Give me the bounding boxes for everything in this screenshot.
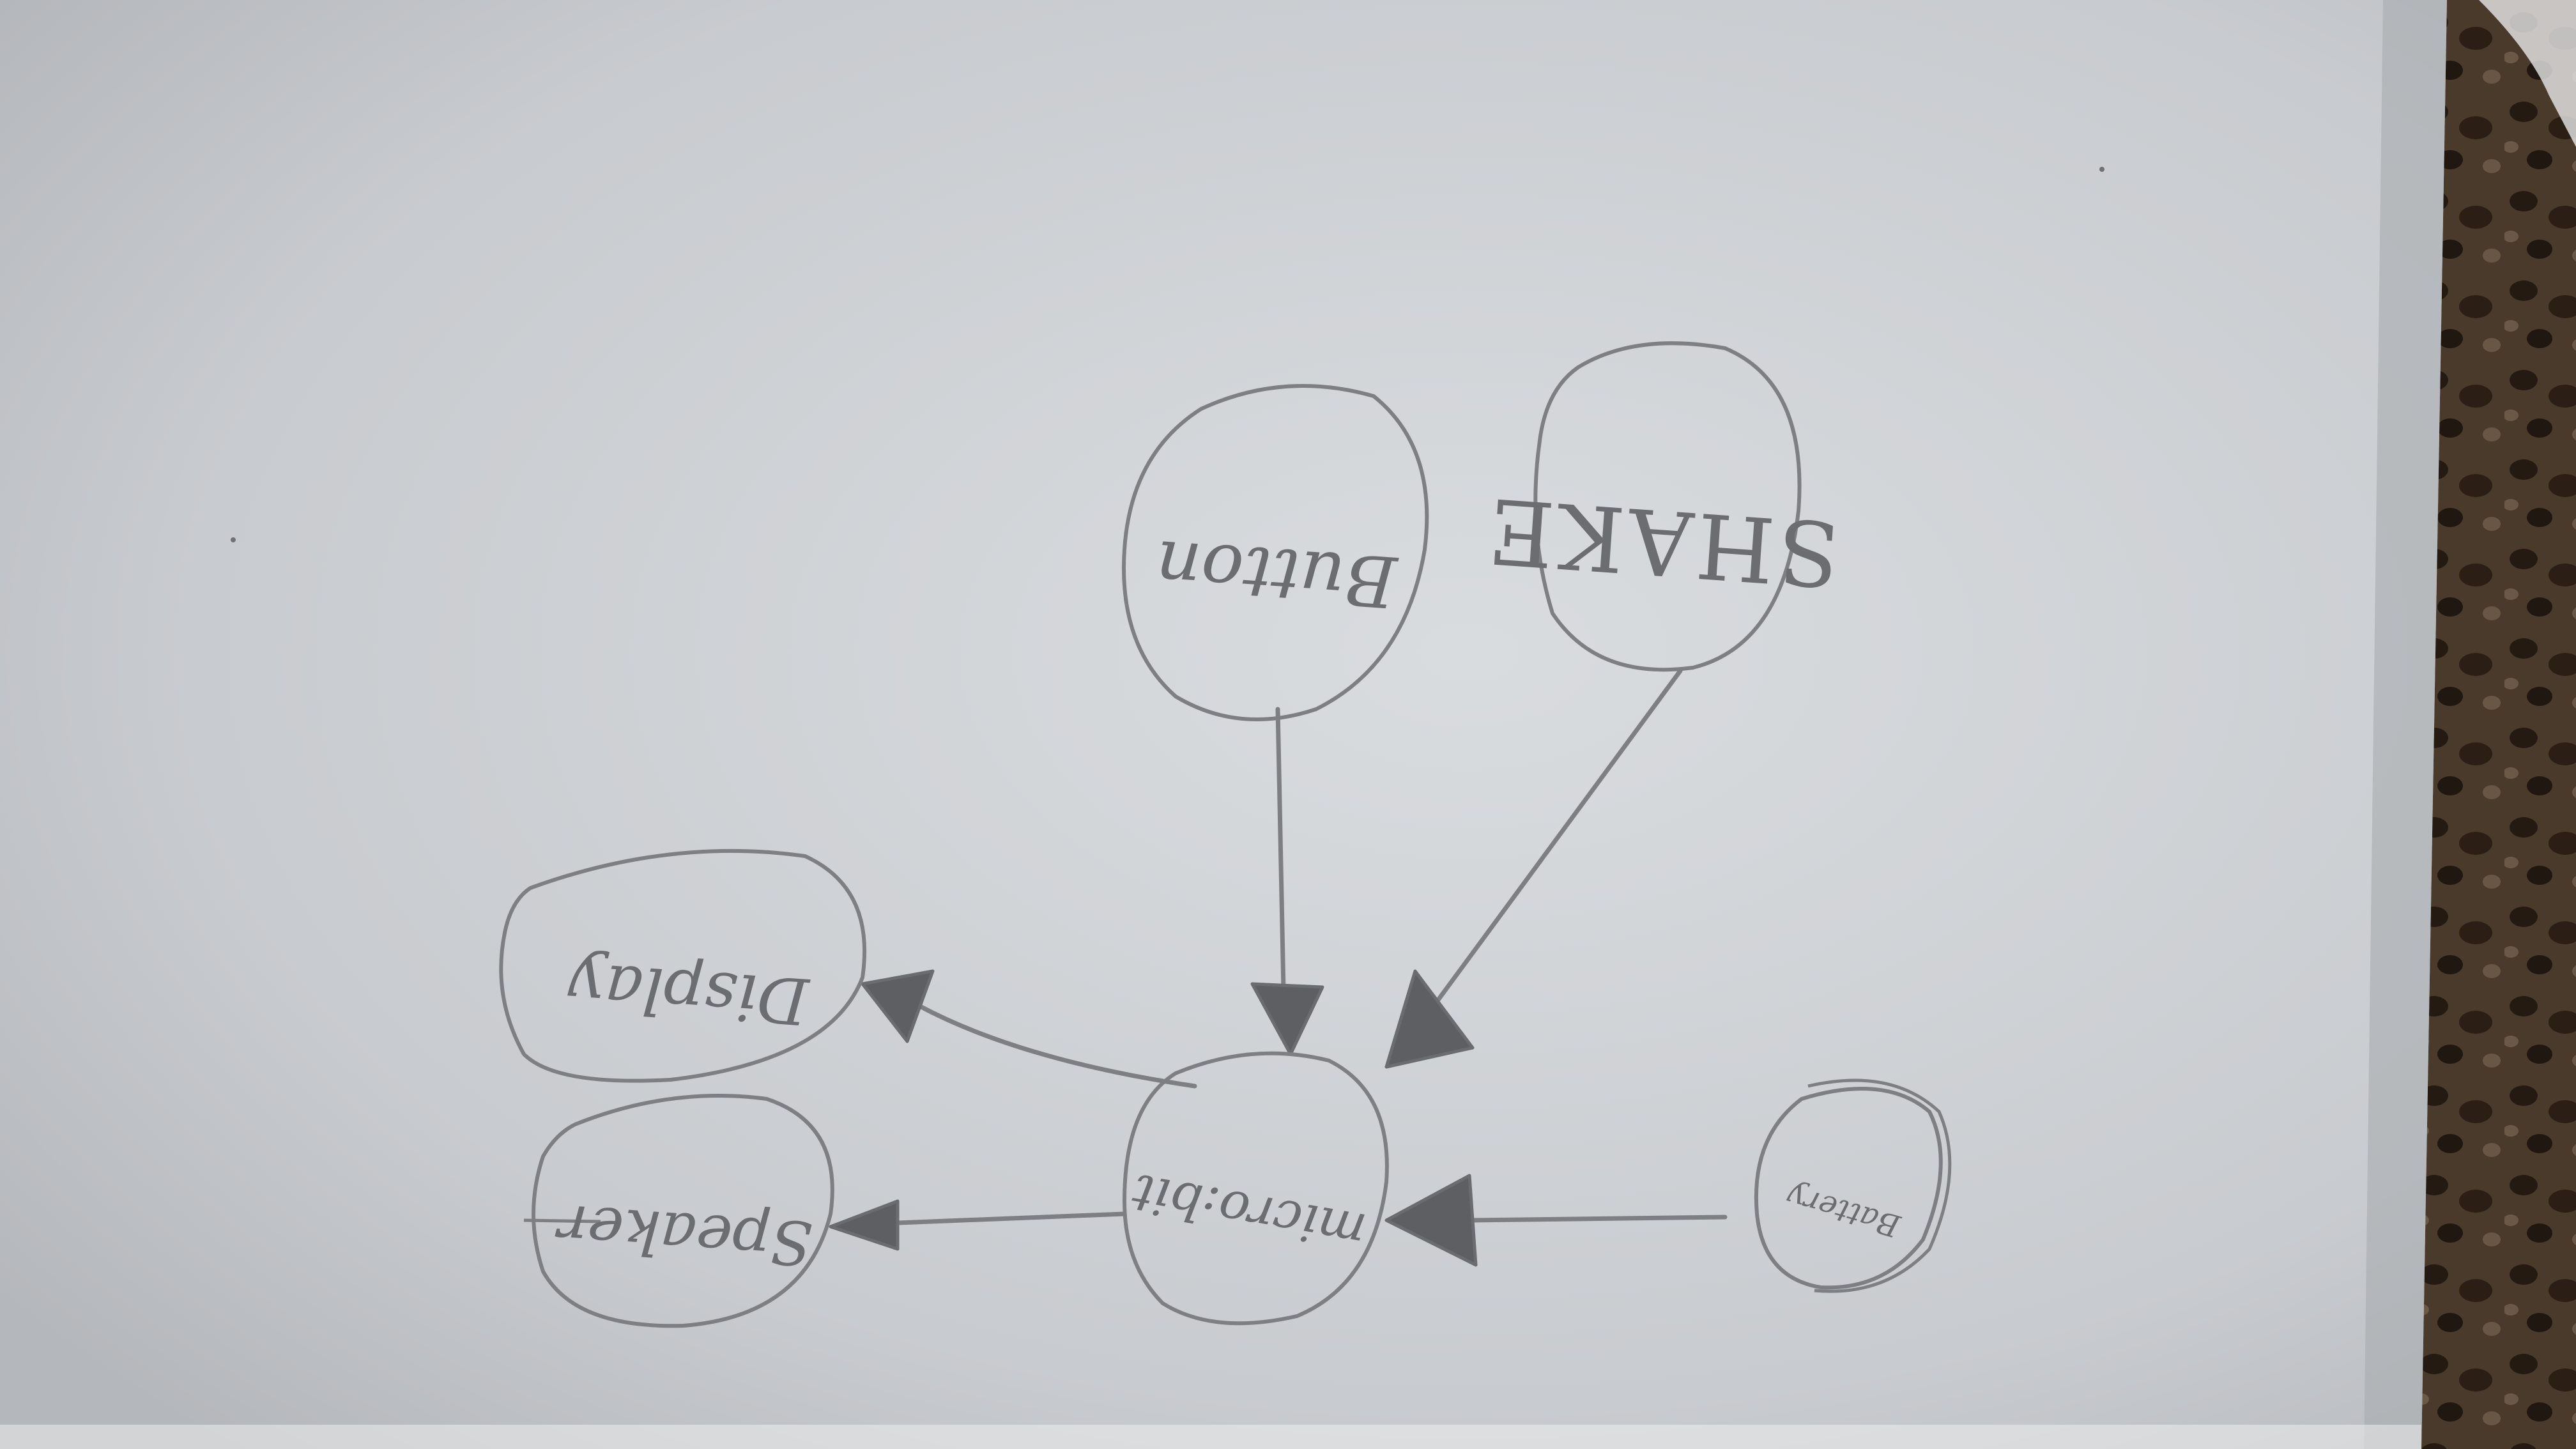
edge-button-microbit [1275,707,1287,1025]
edge-shake-microbit [1429,668,1683,1012]
node-display: Display [499,848,866,1083]
arrowhead-battery [1384,1174,1478,1267]
node-label-button: Button [1153,525,1400,623]
edge-microbit-speaker [879,1211,1127,1226]
cable-icon [2479,0,2576,147]
node-button: Button [1122,384,1429,721]
edge-battery-microbit [1467,1215,1728,1223]
edge-microbit-display [917,1004,1197,1089]
node-shake: SHAKE [1482,341,1843,672]
pencil-specks [231,167,2104,542]
arrowhead-display [861,969,935,1043]
node-label-display: Display [565,947,812,1039]
paper-edge-shadow [2364,0,2447,1449]
arrowhead-button [1250,982,1324,1056]
arrowhead-speaker [829,1199,900,1251]
paper-bottom-edge [0,1425,2421,1449]
arrowhead-shake [1384,969,1475,1069]
node-speaker: Speaker [523,1094,834,1328]
node-label-shake: SHAKE [1482,477,1843,606]
paper-sheet [0,0,2447,1449]
